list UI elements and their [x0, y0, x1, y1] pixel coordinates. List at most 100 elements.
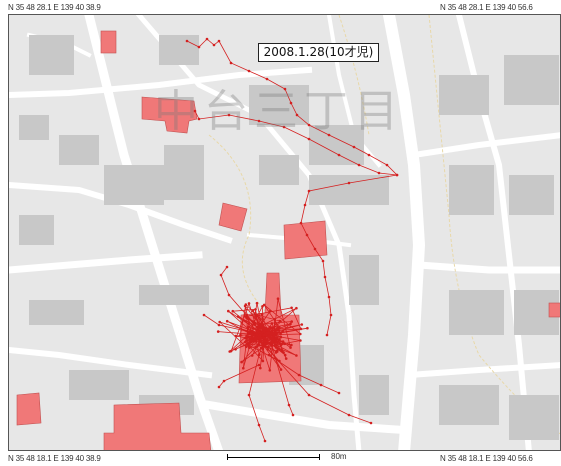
track-point: [367, 153, 371, 157]
highlight-building: [218, 202, 248, 232]
track-point: [218, 320, 221, 324]
map-view[interactable]: 中台三丁目 2008.1.28(10才児): [8, 14, 561, 451]
buildings: [19, 35, 559, 440]
track-point: [329, 313, 333, 317]
track-point: [307, 123, 311, 127]
road: [84, 15, 224, 450]
track-point: [254, 313, 257, 316]
track-point: [247, 302, 251, 305]
track-point: [337, 153, 341, 157]
track-point: [262, 337, 266, 340]
track-point: [295, 354, 298, 357]
track-point: [295, 113, 299, 117]
track-point: [265, 329, 268, 332]
track-point: [254, 340, 258, 343]
track-point: [299, 327, 303, 331]
track-segment: [248, 354, 266, 442]
track-point: [287, 403, 291, 407]
track-point: [283, 353, 287, 357]
track-point: [321, 259, 325, 263]
building: [164, 145, 204, 200]
track-point: [197, 117, 201, 121]
road: [204, 400, 409, 435]
track-point: [244, 345, 248, 349]
track-point: [264, 342, 267, 345]
building: [359, 375, 389, 415]
scale-line: [227, 457, 319, 458]
highlight-building: [548, 302, 560, 318]
track-point: [257, 353, 261, 357]
track-point: [277, 329, 281, 332]
track-point: [270, 326, 274, 329]
area-name-watermark: 中台三丁目: [154, 86, 404, 137]
track-point: [247, 346, 251, 350]
contour: [208, 134, 270, 316]
track-point: [276, 297, 280, 301]
scale-bar: 80m: [227, 452, 347, 462]
track-point: [234, 348, 237, 351]
coord-bottom-left: N 35 48 18.1 E 139 40 38.9: [8, 454, 101, 463]
track-segment: [220, 266, 265, 336]
track-point: [271, 335, 275, 338]
highlight-building: [100, 30, 117, 54]
building: [159, 35, 199, 65]
track-point: [282, 351, 285, 354]
track-point: [395, 173, 399, 177]
track-point: [269, 341, 273, 345]
track-point: [227, 113, 231, 117]
track-point: [227, 309, 230, 313]
track-point: [268, 369, 272, 372]
track-point: [283, 342, 286, 346]
map-canvas[interactable]: [9, 15, 561, 451]
track-point: [262, 343, 266, 347]
track-point: [270, 322, 274, 325]
track-point: [323, 275, 327, 279]
track-point: [227, 293, 231, 297]
track-point: [279, 332, 282, 336]
track-point: [357, 163, 361, 167]
track-point: [274, 346, 278, 349]
track-point: [225, 319, 229, 323]
track-point: [299, 221, 303, 225]
track-point: [377, 171, 381, 175]
track-segment: [300, 174, 398, 336]
track-point: [274, 333, 278, 337]
track-point: [256, 314, 259, 317]
track-point: [257, 363, 261, 367]
track-point: [260, 313, 264, 316]
track-point: [257, 343, 261, 347]
date-label: 2008.1.28(10才児): [258, 43, 379, 62]
track-point: [270, 330, 273, 334]
track-point: [250, 354, 254, 357]
track-point: [319, 383, 323, 387]
track-point: [229, 61, 233, 65]
track-point: [265, 77, 269, 81]
track-point: [244, 336, 247, 340]
track-point: [327, 295, 331, 299]
building: [309, 125, 364, 165]
track-point: [290, 306, 293, 310]
track-point: [256, 336, 259, 340]
track-point: [217, 39, 221, 43]
track-point: [289, 346, 292, 349]
building: [29, 35, 74, 75]
building: [439, 385, 499, 425]
track-point: [325, 333, 329, 337]
track-point: [247, 327, 250, 331]
track-point: [274, 339, 277, 343]
road: [9, 346, 213, 379]
track-point: [239, 333, 242, 337]
track-point: [268, 310, 272, 313]
track-point: [281, 330, 284, 333]
track-point: [258, 322, 262, 326]
track-point: [278, 338, 281, 341]
track-point: [352, 145, 356, 149]
building: [69, 370, 129, 400]
building: [349, 255, 379, 305]
track-point: [243, 304, 247, 308]
track-point: [255, 301, 259, 305]
track-point: [264, 326, 268, 330]
track-segment: [186, 38, 399, 176]
track-point: [337, 391, 341, 395]
highlight-building: [16, 392, 42, 426]
